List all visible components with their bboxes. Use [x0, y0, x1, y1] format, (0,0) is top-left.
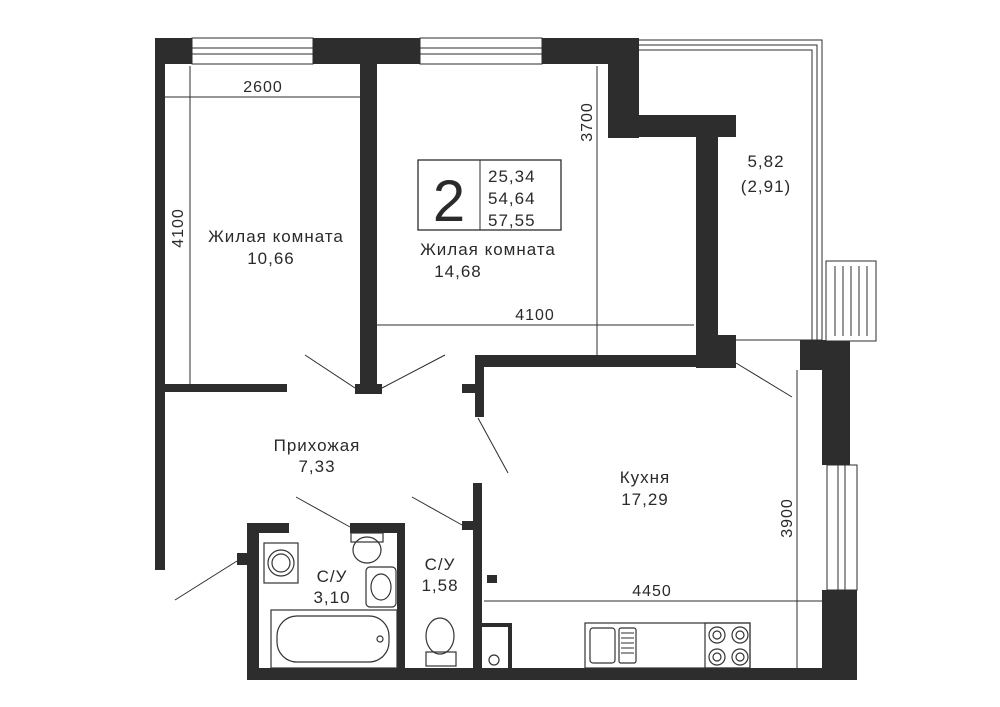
bathtub-icon [270, 609, 398, 669]
balcony [639, 39, 877, 342]
kitchen-area: 17,29 [621, 490, 669, 509]
living-area: 25,34 [488, 167, 536, 186]
hallway-area: 7,33 [298, 457, 335, 476]
total-area-with-balcony: 57,55 [488, 211, 536, 230]
kitchen-name: Кухня [620, 468, 671, 487]
bedroom-left-area: 10,66 [247, 249, 295, 268]
fixtures [263, 532, 751, 669]
bedroom-right-name: Жилая комната [420, 240, 556, 259]
room-count: 2 [433, 169, 465, 234]
stove-icon [704, 622, 751, 669]
apartment-badge: 2 25,34 54,64 57,55 [417, 159, 562, 234]
dim-bedroom-right-depth: 3700 [579, 102, 596, 142]
room-labels: Жилая комната 10,66 Жилая комната 14,68 … [208, 152, 791, 607]
dim-bedroom-left-depth: 4100 [170, 208, 187, 248]
toilet-small-icon [425, 617, 457, 667]
dim-bedroom-left-width: 2600 [243, 79, 283, 96]
door-swings [174, 354, 793, 668]
sink-icon [365, 566, 397, 608]
kitchen-counter-icon [584, 622, 751, 669]
bath-large-area: 3,10 [313, 588, 350, 607]
dim-kitchen-width: 4450 [632, 583, 672, 600]
windows [191, 37, 858, 591]
toilet-icon [350, 532, 384, 564]
washing-machine-icon [263, 542, 299, 584]
bedroom-right-area: 14,68 [434, 262, 482, 281]
walls [155, 38, 857, 680]
dimension-lines [163, 66, 822, 668]
dim-bedroom-right-width: 4100 [515, 307, 555, 324]
dimension-labels: 2600 4100 3700 4100 3900 4450 [170, 79, 796, 600]
total-area: 54,64 [488, 189, 536, 208]
bath-large-name: С/У [317, 567, 348, 586]
bath-small-area: 1,58 [421, 576, 458, 595]
dim-kitchen-depth: 3900 [779, 498, 796, 538]
bath-small-name: С/У [425, 555, 456, 574]
bedroom-left-name: Жилая комната [208, 227, 344, 246]
hallway-name: Прихожая [274, 436, 361, 455]
balcony-area: 5,82 [747, 152, 784, 171]
balcony-area-reduced: (2,91) [741, 177, 791, 196]
